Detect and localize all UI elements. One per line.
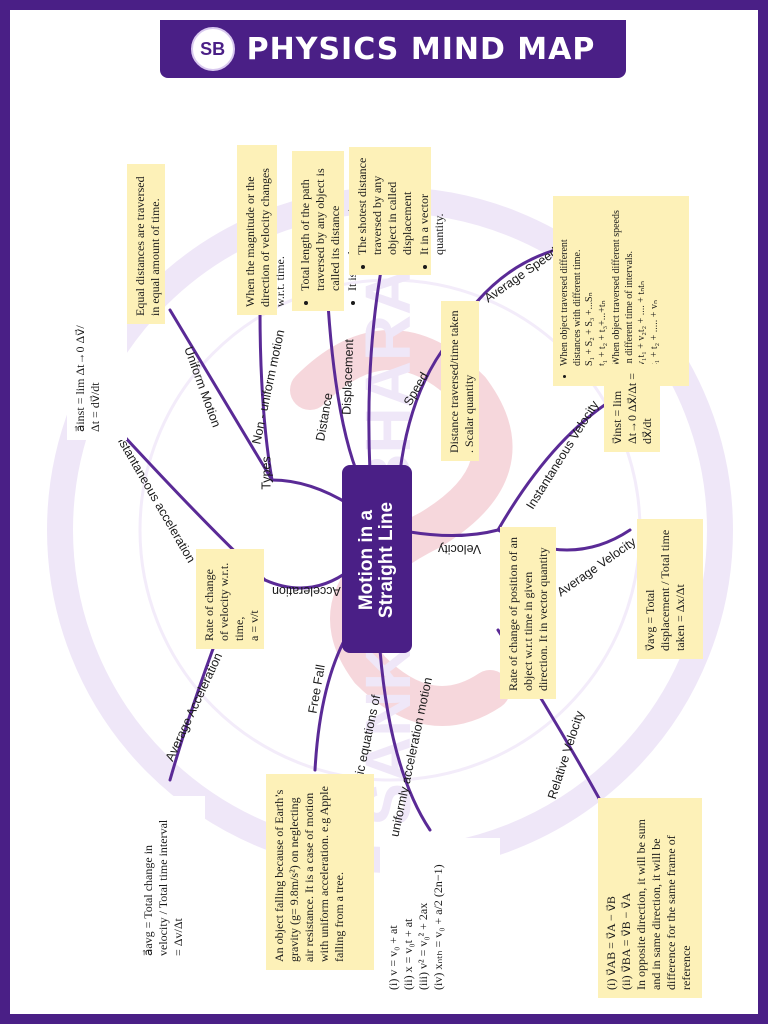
header-banner: SB PHYSICS MIND MAP: [160, 20, 626, 78]
branch-acceleration: [263, 568, 352, 590]
central-topic-box: [342, 465, 412, 653]
note-relative-3: In opposite direction, it will be sum an…: [634, 819, 693, 990]
poster-canvas: SANKALP BHARAT: [10, 10, 758, 1014]
note-average-acceleration: a⃗avg = Total change in velocity / Total…: [135, 796, 205, 964]
note-accel-def-text: Rate of change of velocity w.r.t. time,: [202, 562, 246, 641]
note-avg-velocity-formula: v⃗avg = Total displacement / Total time …: [643, 529, 687, 651]
note-avg-speed-formula-1b: t₁ + t₂ + t₃+...+tₙ: [596, 300, 608, 366]
note-average-velocity: v⃗avg = Total displacement / Total time …: [637, 519, 703, 659]
note-inst-accel-formula: a⃗inst = lim Δt→0 Δv⃗/Δt = dv⃗/dt: [73, 325, 102, 432]
note-velocity-definition: Rate of change of position of an object …: [500, 527, 556, 699]
branch-kinematic: [378, 648, 432, 832]
note-kin-3: (iii) v² = v₀² + 2ax: [416, 902, 430, 990]
note-avg-speed-formula-2: v₁t₁ + v₂t₂ + .... + tₙtₙ: [636, 281, 647, 366]
note-avg-speed-2-text: When object traversed different speeds i…: [611, 210, 635, 366]
note-uniform-text: Equal distances are traversed in equal a…: [133, 176, 162, 316]
note-inst-velocity-formula: v⃗inst = lim Δt→0 Δx⃗/Δt = dx⃗/dt: [610, 372, 654, 444]
label-types: Types: [259, 456, 274, 490]
branch-nonuniform: [258, 308, 274, 482]
branch-uniform: [168, 308, 274, 482]
branch-displacement: [367, 263, 384, 474]
note-speed: Distance traversed/time taken . Scalar q…: [441, 301, 479, 461]
note-kin-1: (i) v = v₀ + at: [386, 925, 400, 990]
note-relative-1: (i) v⃗AB = v⃗A − v⃗B: [604, 896, 618, 990]
note-acceleration-definition: Rate of change of velocity w.r.t. time, …: [196, 549, 264, 649]
note-kin-4: (iv) xₙₜₕ = v₀ + a/2 (2n−1): [431, 864, 445, 990]
central-topic-line2: Straight Line: [376, 501, 397, 619]
note-avg-speed-formula-1: S₁ + S₂ + S₃ +...Sₙ: [584, 292, 595, 366]
note-instantaneous-acceleration: a⃗inst = lim Δt→0 Δv⃗/Δt = dv⃗/dt: [67, 310, 127, 440]
note-distance: Total length of the path traversed by an…: [292, 151, 359, 311]
note-avg-accel-formula: a⃗avg = Total change in velocity / Total…: [141, 819, 170, 956]
note-speed-text: Distance traversed/time taken . Scalar q…: [447, 310, 476, 453]
branch-velocity: [408, 528, 500, 538]
note-average-speed: When object traversed different distance…: [553, 196, 689, 386]
note-avg-speed-1: When object traversed different distance…: [559, 204, 609, 366]
note-displacement: The shotest distance traversed by any ob…: [349, 147, 446, 275]
branch-types: [270, 478, 352, 507]
note-avg-speed-1-text: When object traversed different distance…: [559, 239, 583, 366]
note-velocity-def-text: Rate of change of position of an object …: [506, 537, 550, 691]
note-relative-velocity: (i) v⃗AB = v⃗A − v⃗B (ii) v⃗BA = v⃗B − v…: [598, 798, 702, 998]
note-kin-2: (ii) x = v₀t + at: [401, 918, 415, 990]
note-relative-2: (ii) v⃗BA = v⃗B − v⃗A: [619, 892, 633, 990]
note-avg-accel-formula-2: = Δv/Δt: [171, 918, 185, 956]
note-non-uniform-motion: When the magnitude or the direction of v…: [237, 145, 287, 315]
note-uniform-motion: Equal distances are traversed in equal a…: [127, 164, 165, 324]
label-velocity: Velocity: [438, 542, 482, 556]
note-accel-formula: a = v/t: [247, 610, 261, 641]
brand-logo-icon: SB: [190, 27, 235, 71]
note-avg-speed-formula-2b: t₁ + t₂ + ..... + vₙ: [648, 300, 660, 366]
note-free-fall-text: An object falling because of Earth’s gra…: [272, 786, 346, 962]
note-instantaneous-velocity: v⃗inst = lim Δt→0 Δx⃗/Δt = dx⃗/dt: [604, 364, 660, 452]
label-displacement: Displacement: [339, 338, 357, 416]
central-topic: Motion in a Straight Line: [356, 465, 397, 655]
page-title: PHYSICS MIND MAP: [246, 31, 596, 67]
note-displacement-2: It in a vector quantity.: [417, 155, 447, 255]
branch-inst-velocity: [496, 398, 614, 532]
label-acceleration: Acceleration: [272, 584, 341, 598]
note-distance-1: Total length of the path traversed by an…: [298, 159, 343, 291]
note-kinematic-equations: (i) v = v₀ + at (ii) x = v₀t + at (iii) …: [380, 838, 500, 998]
note-free-fall: An object falling because of Earth’s gra…: [266, 774, 374, 970]
note-displacement-1: The shotest distance traversed by any ob…: [355, 155, 415, 255]
central-topic-line1: Motion in a: [356, 509, 377, 611]
note-avg-speed-2: When object traversed different speeds i…: [611, 204, 661, 366]
